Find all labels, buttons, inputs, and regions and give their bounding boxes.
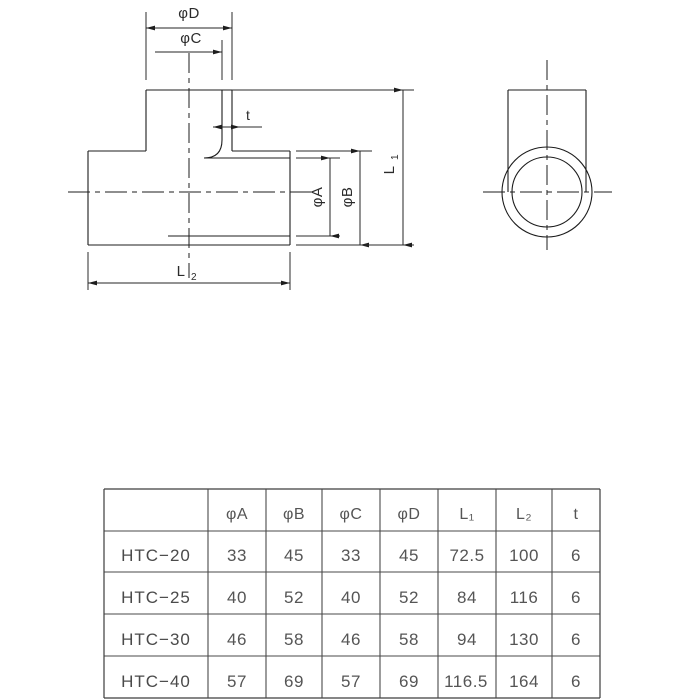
end-view — [483, 60, 612, 250]
table-cell-L1: 94 — [457, 630, 477, 649]
table-cell-phiC: 57 — [341, 672, 361, 691]
table-cell-model: HTC−20 — [121, 546, 191, 565]
table-cell-phiA: 33 — [227, 546, 247, 565]
table-cell-L2: 116 — [510, 588, 539, 607]
table-header-row: φA φB φC φD L₁ L₂ t — [226, 506, 579, 523]
table-cell-model: HTC−25 — [121, 588, 191, 607]
table-cell-phiC: 40 — [341, 588, 361, 607]
table-header-L2: L₂ — [516, 506, 532, 523]
dimension-phiA: φA — [296, 155, 340, 239]
table-row: HTC−20 33 45 33 45 72.5 100 6 — [121, 546, 581, 565]
table-header-t: t — [574, 506, 579, 523]
dimension-label-phiA: φA — [309, 187, 326, 208]
dimension-label-t: t — [246, 107, 250, 123]
table-cell-L2: 130 — [509, 630, 539, 649]
table-cell-t: 6 — [571, 672, 581, 691]
table-header-phiC: φC — [340, 506, 363, 523]
branch-bore-inner — [203, 90, 290, 159]
dimension-L2: L 2 — [87, 252, 291, 290]
table-cell-phiD: 58 — [399, 630, 419, 649]
table-cell-L1: 72.5 — [449, 546, 484, 565]
table-cell-t: 6 — [571, 630, 581, 649]
dimension-L1: L 1 — [232, 87, 414, 248]
table-cell-phiD: 52 — [399, 588, 419, 607]
dimension-label-L2-subscript: 2 — [191, 272, 197, 283]
dimension-t: t — [213, 107, 262, 130]
table-cell-phiD: 69 — [399, 672, 419, 691]
table-cell-L2: 100 — [509, 546, 539, 565]
table-cell-phiD: 45 — [399, 546, 419, 565]
table-row: HTC−40 57 69 57 69 116.5 164 6 — [121, 672, 581, 691]
table-cell-phiB: 69 — [284, 672, 304, 691]
dimension-phiC: φC — [155, 30, 223, 80]
table-cell-t: 6 — [571, 546, 581, 565]
table-cell-t: 6 — [571, 588, 581, 607]
dimension-label-phiC: φC — [180, 30, 202, 47]
dimension-label-phiB: φB — [339, 187, 356, 208]
dimension-label-L1: L — [381, 166, 398, 175]
table-header-phiB: φB — [283, 506, 305, 523]
table-cell-model: HTC−40 — [121, 672, 191, 691]
section-view — [68, 53, 316, 278]
table-cell-phiB: 58 — [284, 630, 304, 649]
table-row: HTC−25 40 52 40 52 84 116 6 — [121, 588, 581, 607]
table-cell-phiA: 57 — [227, 672, 247, 691]
table-cell-L1: 84 — [457, 588, 477, 607]
dimension-phiD: φD — [145, 5, 233, 80]
dimension-table: φA φB φC φD L₁ L₂ t HTC−20 33 45 33 45 7… — [103, 488, 601, 699]
dimension-label-L1-subscript: 1 — [390, 154, 401, 160]
table-cell-L1: 116.5 — [444, 672, 488, 691]
table-cell-phiC: 46 — [341, 630, 361, 649]
table-row: HTC−30 46 58 46 58 94 130 6 — [121, 630, 581, 649]
dimension-label-L2: L — [177, 263, 186, 280]
table-cell-L2: 164 — [509, 672, 539, 691]
table-cell-phiC: 33 — [341, 546, 361, 565]
table-cell-model: HTC−30 — [121, 630, 191, 649]
table-header-phiD: φD — [398, 506, 421, 523]
table-cell-phiB: 52 — [284, 588, 304, 607]
dimension-label-phiD: φD — [178, 5, 200, 22]
table-header-phiA: φA — [226, 506, 248, 523]
table-cell-phiA: 46 — [227, 630, 247, 649]
dimension-phiB: φB — [296, 148, 372, 248]
table-cell-phiA: 40 — [227, 588, 247, 607]
table-header-L1: L₁ — [459, 506, 474, 523]
table-cell-phiB: 45 — [284, 546, 304, 565]
